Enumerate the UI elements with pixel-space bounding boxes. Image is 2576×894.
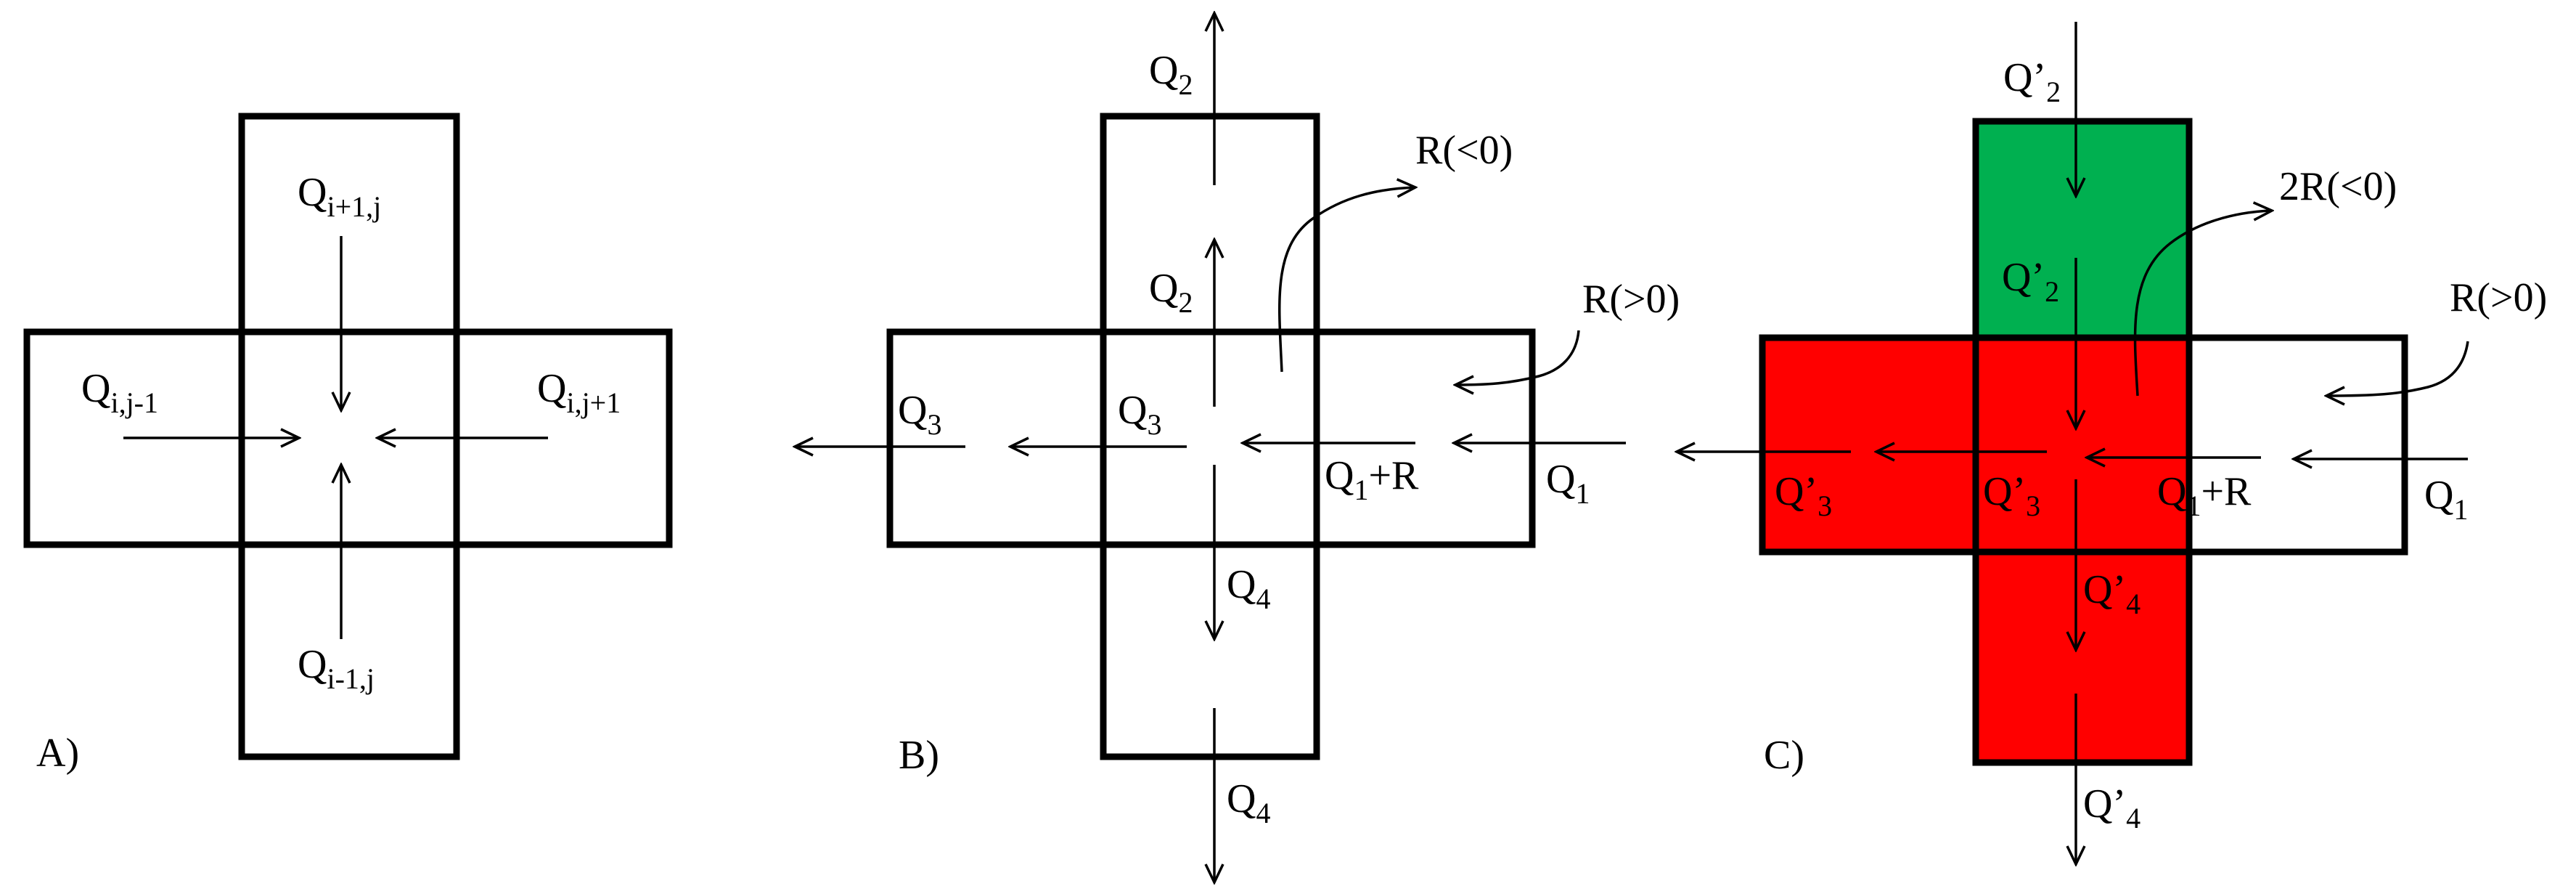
label-q-bottom-a: Qi-1,j — [298, 642, 375, 695]
curve-c-2r-negative — [2133, 211, 2272, 397]
label-q2-inner-b: Q2 — [1149, 266, 1193, 319]
panel-c: Q’2 Q’2 2R(<0) R(>0) Q’3 Q’3 Q1+R Q1 Q’4… — [1677, 22, 2547, 864]
label-q-top-a: Qi+1,j — [298, 170, 381, 223]
label-q1-plus-r-b: Q1+R — [1325, 453, 1419, 506]
label-q3p-outer-c: Q’3 — [1775, 469, 1832, 522]
label-q2p-top-c: Q’2 — [2003, 55, 2061, 108]
cell-column-c — [1972, 118, 2193, 766]
panel-b: Q2 Q2 R(<0) R(>0) Q3 Q3 Q1+R Q1 Q4 Q4 B) — [795, 13, 1680, 882]
label-q-right-a: Qi,j+1 — [537, 366, 621, 419]
cell-row-a — [23, 328, 673, 548]
label-2r-negative-c: 2R(<0) — [2279, 164, 2397, 209]
label-q4p-bottom-c: Q’4 — [2083, 781, 2140, 834]
cell-top-c-green — [1976, 121, 2189, 338]
curve-c-r-positive — [2326, 341, 2469, 396]
label-q3p-inner-c: Q’3 — [1983, 469, 2040, 522]
cell-column-b — [1100, 113, 1320, 760]
label-r-positive-c: R(>0) — [2450, 275, 2547, 320]
cell-row-b — [886, 328, 1536, 548]
label-r-negative-b: R(<0) — [1415, 128, 1513, 173]
cell-bottom-c-red — [1976, 552, 2189, 763]
label-q1-b: Q1 — [1546, 457, 1590, 510]
cell-row-c — [1759, 334, 2408, 556]
panel-a: Qi+1,j Qi,j-1 Qi,j+1 Qi-1,j A) — [23, 113, 673, 776]
label-q4p-inner-c: Q’4 — [2083, 567, 2140, 620]
panel-tag-a: A) — [36, 731, 79, 776]
label-q2p-inner-c: Q’2 — [2002, 255, 2059, 308]
curve-b-r-negative — [1278, 187, 1415, 373]
label-q4-bottom-b: Q4 — [1227, 776, 1270, 829]
curve-b-r-positive — [1455, 330, 1580, 385]
cell-column-a — [238, 113, 460, 760]
cell-left-c-red — [1762, 338, 1976, 552]
panel-tag-c: C) — [1764, 733, 1804, 778]
label-q1-plus-r-c: Q1+R — [2157, 469, 2252, 522]
label-q4-inner-b: Q4 — [1227, 562, 1270, 615]
cell-center-c-red — [1976, 338, 2189, 552]
label-q2-top-b: Q2 — [1149, 48, 1193, 101]
label-q-left-a: Qi,j-1 — [81, 366, 158, 419]
label-r-positive-b: R(>0) — [1582, 277, 1680, 322]
label-q1-c: Q1 — [2424, 473, 2468, 526]
label-q3-inner-b: Q3 — [1118, 388, 1161, 441]
label-q3-outer-b: Q3 — [898, 388, 941, 441]
panel-tag-b: B) — [899, 733, 939, 778]
